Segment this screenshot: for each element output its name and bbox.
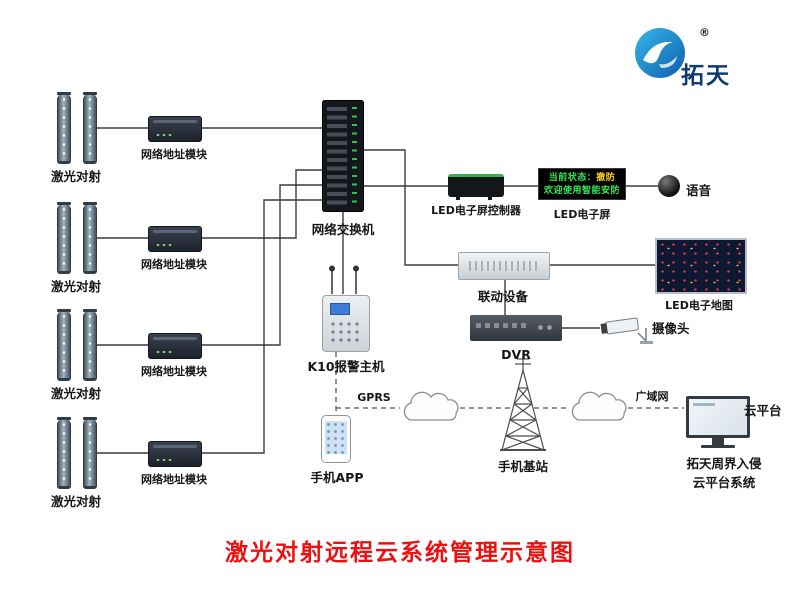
monitor-base-icon bbox=[701, 445, 735, 448]
gprs-label: GPRS bbox=[357, 391, 391, 404]
laser-detector-pair-1 bbox=[57, 92, 98, 165]
cloud-platform-label: 云平台 bbox=[744, 403, 782, 418]
cloud-system-line1: 拓天周界入侵 bbox=[686, 456, 762, 471]
module-label-4: 网络地址模块 bbox=[141, 473, 207, 486]
monitor-screen-icon bbox=[686, 396, 750, 438]
led-display-line2: 欢迎使用智能安防 bbox=[543, 186, 620, 196]
led-display: 当前状态：撤防 欢迎使用智能安防 bbox=[538, 168, 626, 200]
speaker-icon bbox=[658, 175, 680, 197]
laser-tower-icon bbox=[83, 202, 97, 271]
laser-label-2: 激光对射 bbox=[50, 279, 101, 294]
led-status-prefix: 当前状态： bbox=[548, 173, 597, 183]
monitor-stand-icon bbox=[712, 438, 724, 445]
led-screen-label: LED电子屏 bbox=[553, 208, 611, 221]
base-station-tower-icon bbox=[500, 355, 546, 451]
laser-tower-icon bbox=[57, 417, 71, 486]
led-map-display bbox=[655, 238, 747, 294]
module-label-2: 网络地址模块 bbox=[141, 258, 207, 271]
dvr-label: DVR bbox=[501, 347, 531, 362]
led-map-label: LED电子地图 bbox=[665, 299, 733, 312]
phone-app-device bbox=[321, 415, 351, 463]
cloud-system-line2: 云平台系统 bbox=[692, 475, 756, 490]
k10-label: K10报警主机 bbox=[307, 359, 385, 374]
module-label-3: 网络地址模块 bbox=[141, 365, 207, 378]
laser-tower-icon bbox=[57, 202, 71, 271]
cctv-camera-icon bbox=[600, 317, 653, 344]
diagram-title: 激光对射远程云系统管理示意图 bbox=[225, 540, 575, 566]
dvr-device bbox=[470, 315, 562, 341]
phone-app-label: 手机APP bbox=[310, 470, 364, 485]
led-screen-controller-device bbox=[448, 174, 504, 200]
laser-detector-pair-4 bbox=[57, 417, 98, 490]
k10-alarm-host-device bbox=[322, 295, 370, 352]
network-switch-device bbox=[322, 100, 364, 212]
brand-name: 拓天 bbox=[681, 63, 731, 89]
laser-label-1: 激光对射 bbox=[50, 169, 101, 184]
wan-label: 广域网 bbox=[635, 390, 669, 403]
network-address-module-3 bbox=[148, 333, 202, 359]
laser-tower-icon bbox=[83, 417, 97, 486]
brand-logo: ® 拓天 bbox=[633, 26, 773, 89]
laser-tower-icon bbox=[83, 309, 97, 378]
module-label-1: 网络地址模块 bbox=[141, 148, 207, 161]
gprs-cloud-icon bbox=[403, 391, 459, 421]
voice-label: 语音 bbox=[686, 183, 712, 198]
network-address-module-4 bbox=[148, 441, 202, 467]
linkage-label: 联动设备 bbox=[477, 289, 528, 304]
base-station-label: 手机基站 bbox=[497, 459, 548, 474]
switch-label: 网络交换机 bbox=[311, 222, 375, 237]
laser-detector-pair-3 bbox=[57, 309, 98, 382]
wan-cloud-icon bbox=[571, 391, 627, 421]
linkage-equipment-device bbox=[458, 252, 550, 280]
laser-label-4: 激光对射 bbox=[50, 494, 101, 509]
laser-tower-icon bbox=[83, 92, 97, 161]
led-controller-label: LED电子屏控制器 bbox=[431, 204, 521, 217]
laser-tower-icon bbox=[57, 309, 71, 378]
network-address-module-2 bbox=[148, 226, 202, 252]
camera-label: 摄像头 bbox=[652, 321, 690, 336]
network-address-module-1 bbox=[148, 116, 202, 142]
laser-label-3: 激光对射 bbox=[50, 386, 101, 401]
laser-detector-pair-2 bbox=[57, 202, 98, 275]
led-status-value: 撤防 bbox=[596, 173, 616, 183]
led-display-line1: 当前状态：撤防 bbox=[539, 172, 625, 185]
laser-tower-icon bbox=[57, 92, 71, 161]
k10-antenna-icon bbox=[328, 265, 360, 294]
registered-mark: ® bbox=[699, 26, 710, 39]
brand-logo-icon bbox=[635, 28, 685, 78]
cloud-platform-monitor bbox=[686, 396, 750, 448]
